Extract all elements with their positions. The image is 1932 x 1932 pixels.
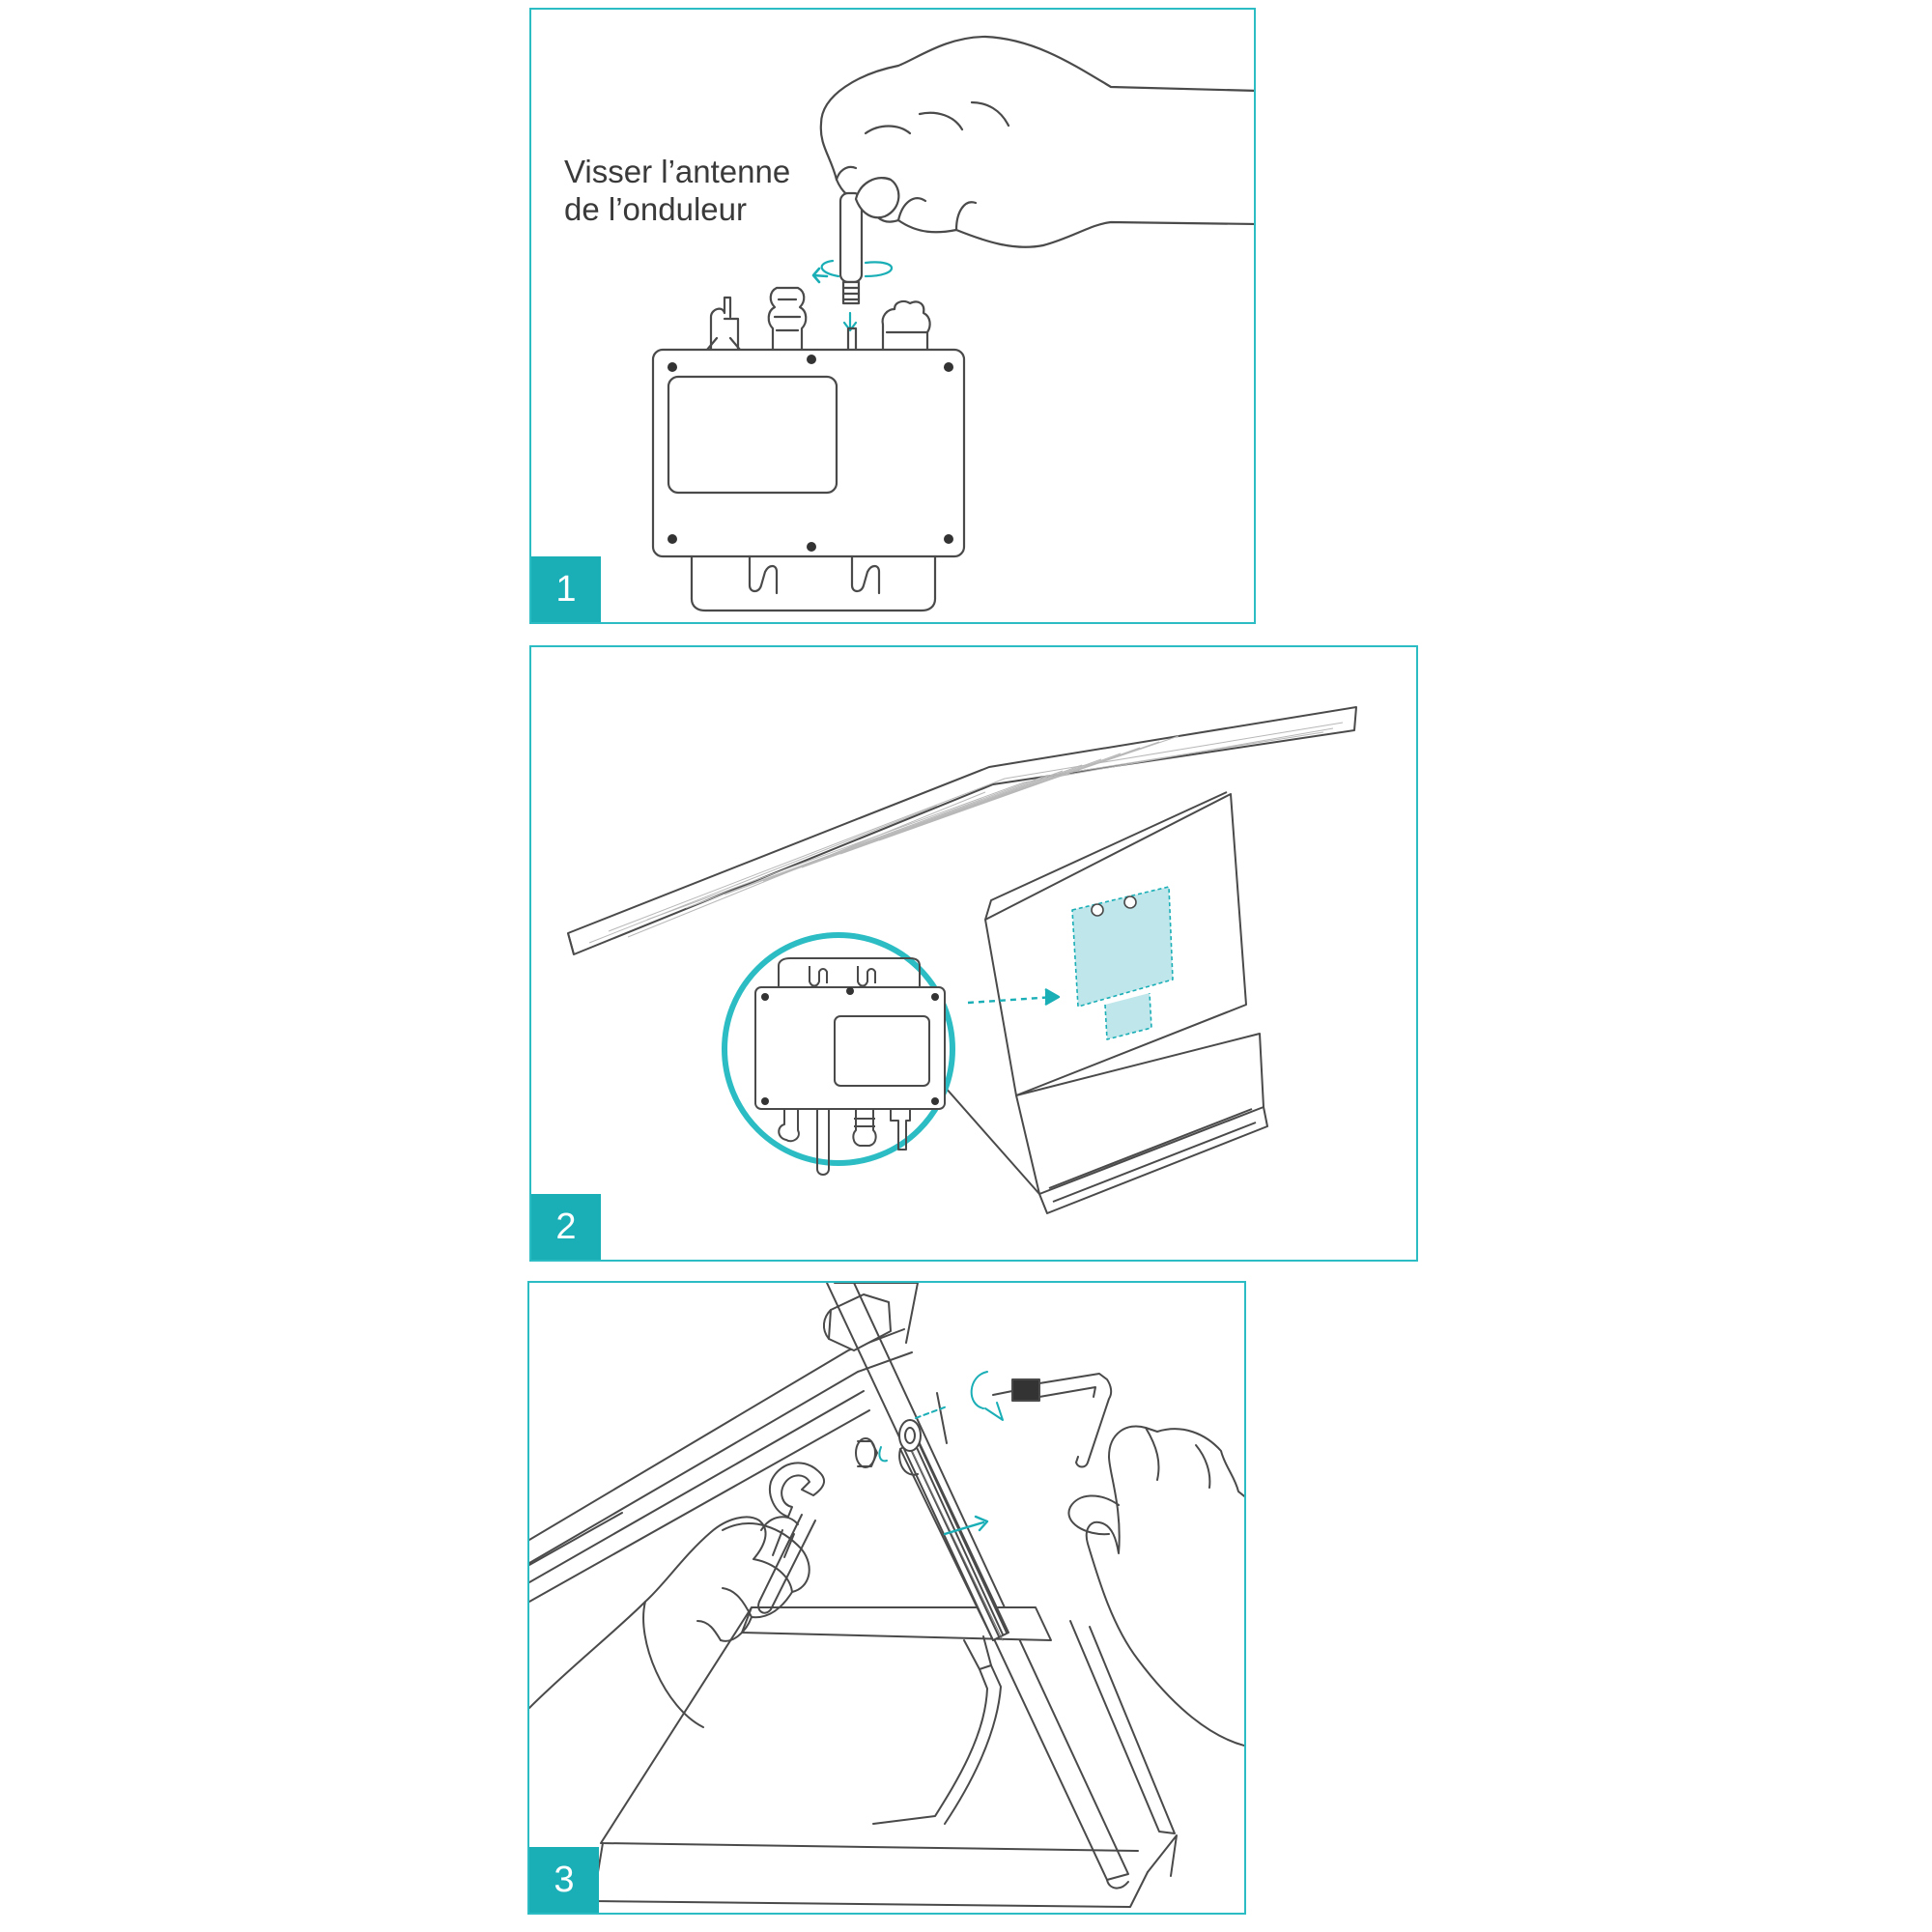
inverter-icon (651, 286, 966, 612)
caption-line-2: de l’onduleur (564, 191, 747, 227)
solar-panel-icon (567, 706, 1357, 1214)
step-1-panel: Visser l’antenne de l’onduleur 1 (529, 8, 1256, 624)
hand-icon (1067, 1425, 1244, 1747)
mount-highlight-icon (1071, 886, 1174, 1040)
step-1-badge: 1 (531, 556, 601, 622)
wrench-icon (757, 1462, 825, 1614)
caption-line-1: Visser l’antenne (564, 154, 791, 189)
antenna-icon (838, 191, 864, 305)
inverter-icon (754, 957, 946, 1176)
hand-icon (529, 1516, 810, 1728)
step-3-illustration (529, 1283, 1244, 1908)
step-2-panel: 2 (529, 645, 1418, 1262)
step-3-badge: 3 (529, 1847, 599, 1913)
allen-key-icon (992, 1373, 1113, 1468)
step-3-panel: 3 (527, 1281, 1246, 1915)
step-2-badge: 2 (531, 1194, 601, 1260)
washer-icon (898, 1419, 922, 1452)
step-1-caption: Visser l’antenne de l’onduleur (564, 153, 790, 228)
dashed-arrow-icon (967, 987, 1061, 1007)
step-2-illustration (567, 706, 1357, 1214)
step-1-illustration (651, 35, 1254, 612)
rotation-arrow-icon (811, 259, 894, 332)
nut-icon (855, 1437, 878, 1468)
